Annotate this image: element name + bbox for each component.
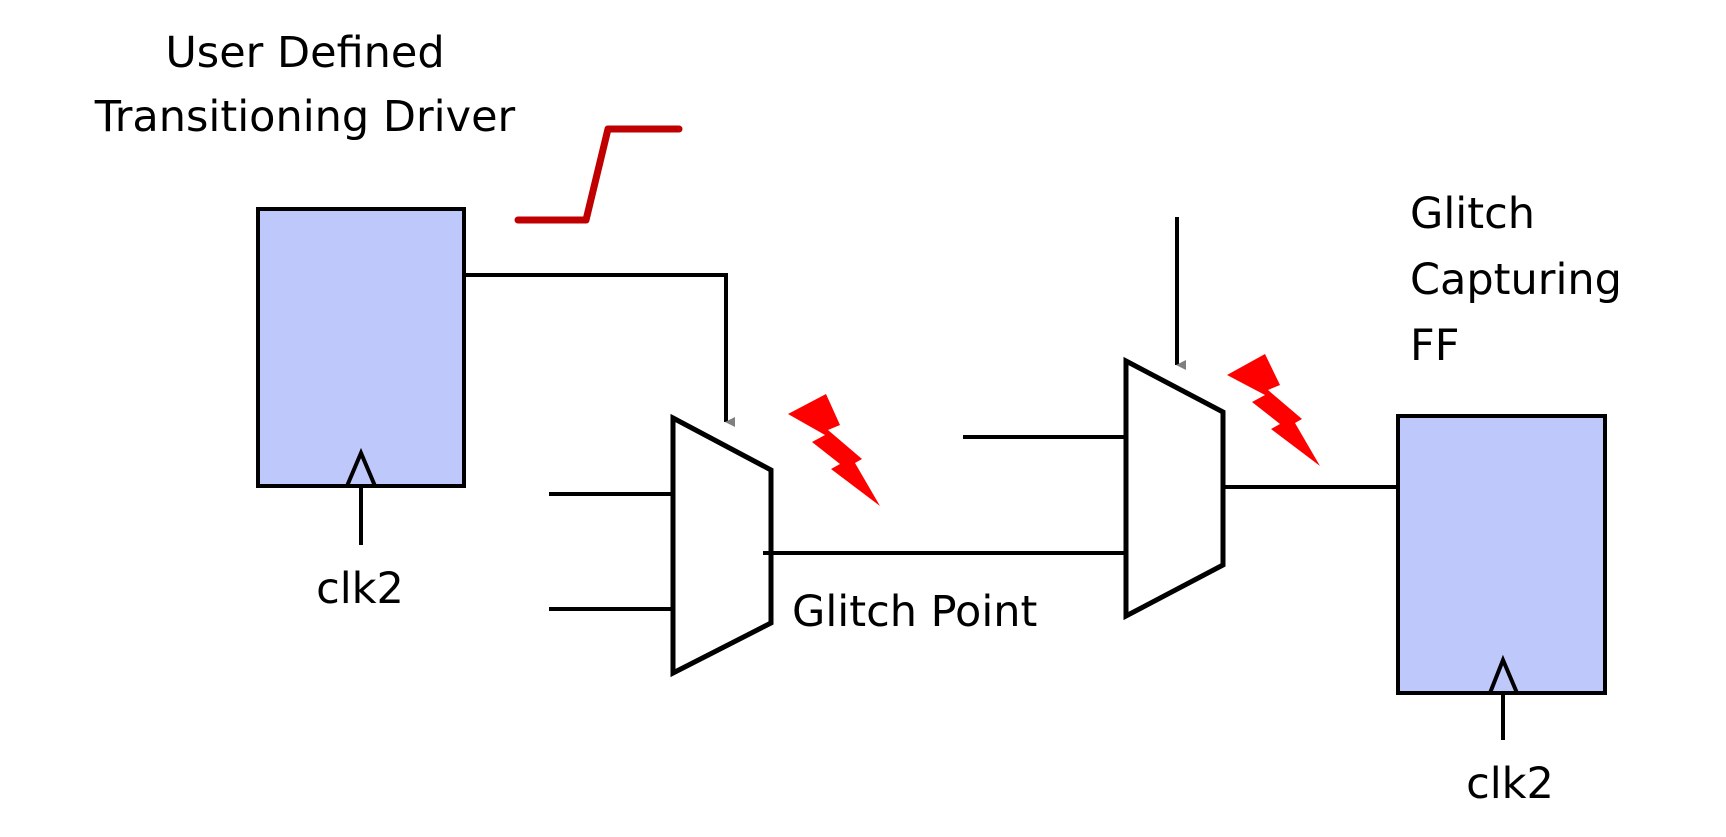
driver-title-line1: User Defined — [165, 28, 445, 78]
mux-2 — [1123, 356, 1226, 621]
lightning-bolt-icon — [1227, 354, 1320, 466]
rising-edge-waveform-icon — [514, 125, 683, 224]
capture-title-line3: FF — [1410, 321, 1460, 371]
capture-title-line2: Capturing — [1410, 255, 1622, 305]
driver-to-mux1-select-wire — [464, 273, 735, 427]
mux-1 — [670, 413, 774, 678]
capture-clock-label: clk2 — [1466, 759, 1554, 809]
lightning-bolt-icon — [788, 394, 880, 506]
driver-flipflop — [256, 207, 466, 488]
capture-title-line1: Glitch — [1410, 189, 1535, 239]
glitch-point-label: Glitch Point — [792, 587, 1038, 637]
driver-title-line2: Transitioning Driver — [94, 92, 516, 142]
capture-flipflop — [1396, 414, 1607, 695]
driver-clock-label: clk2 — [316, 564, 404, 614]
